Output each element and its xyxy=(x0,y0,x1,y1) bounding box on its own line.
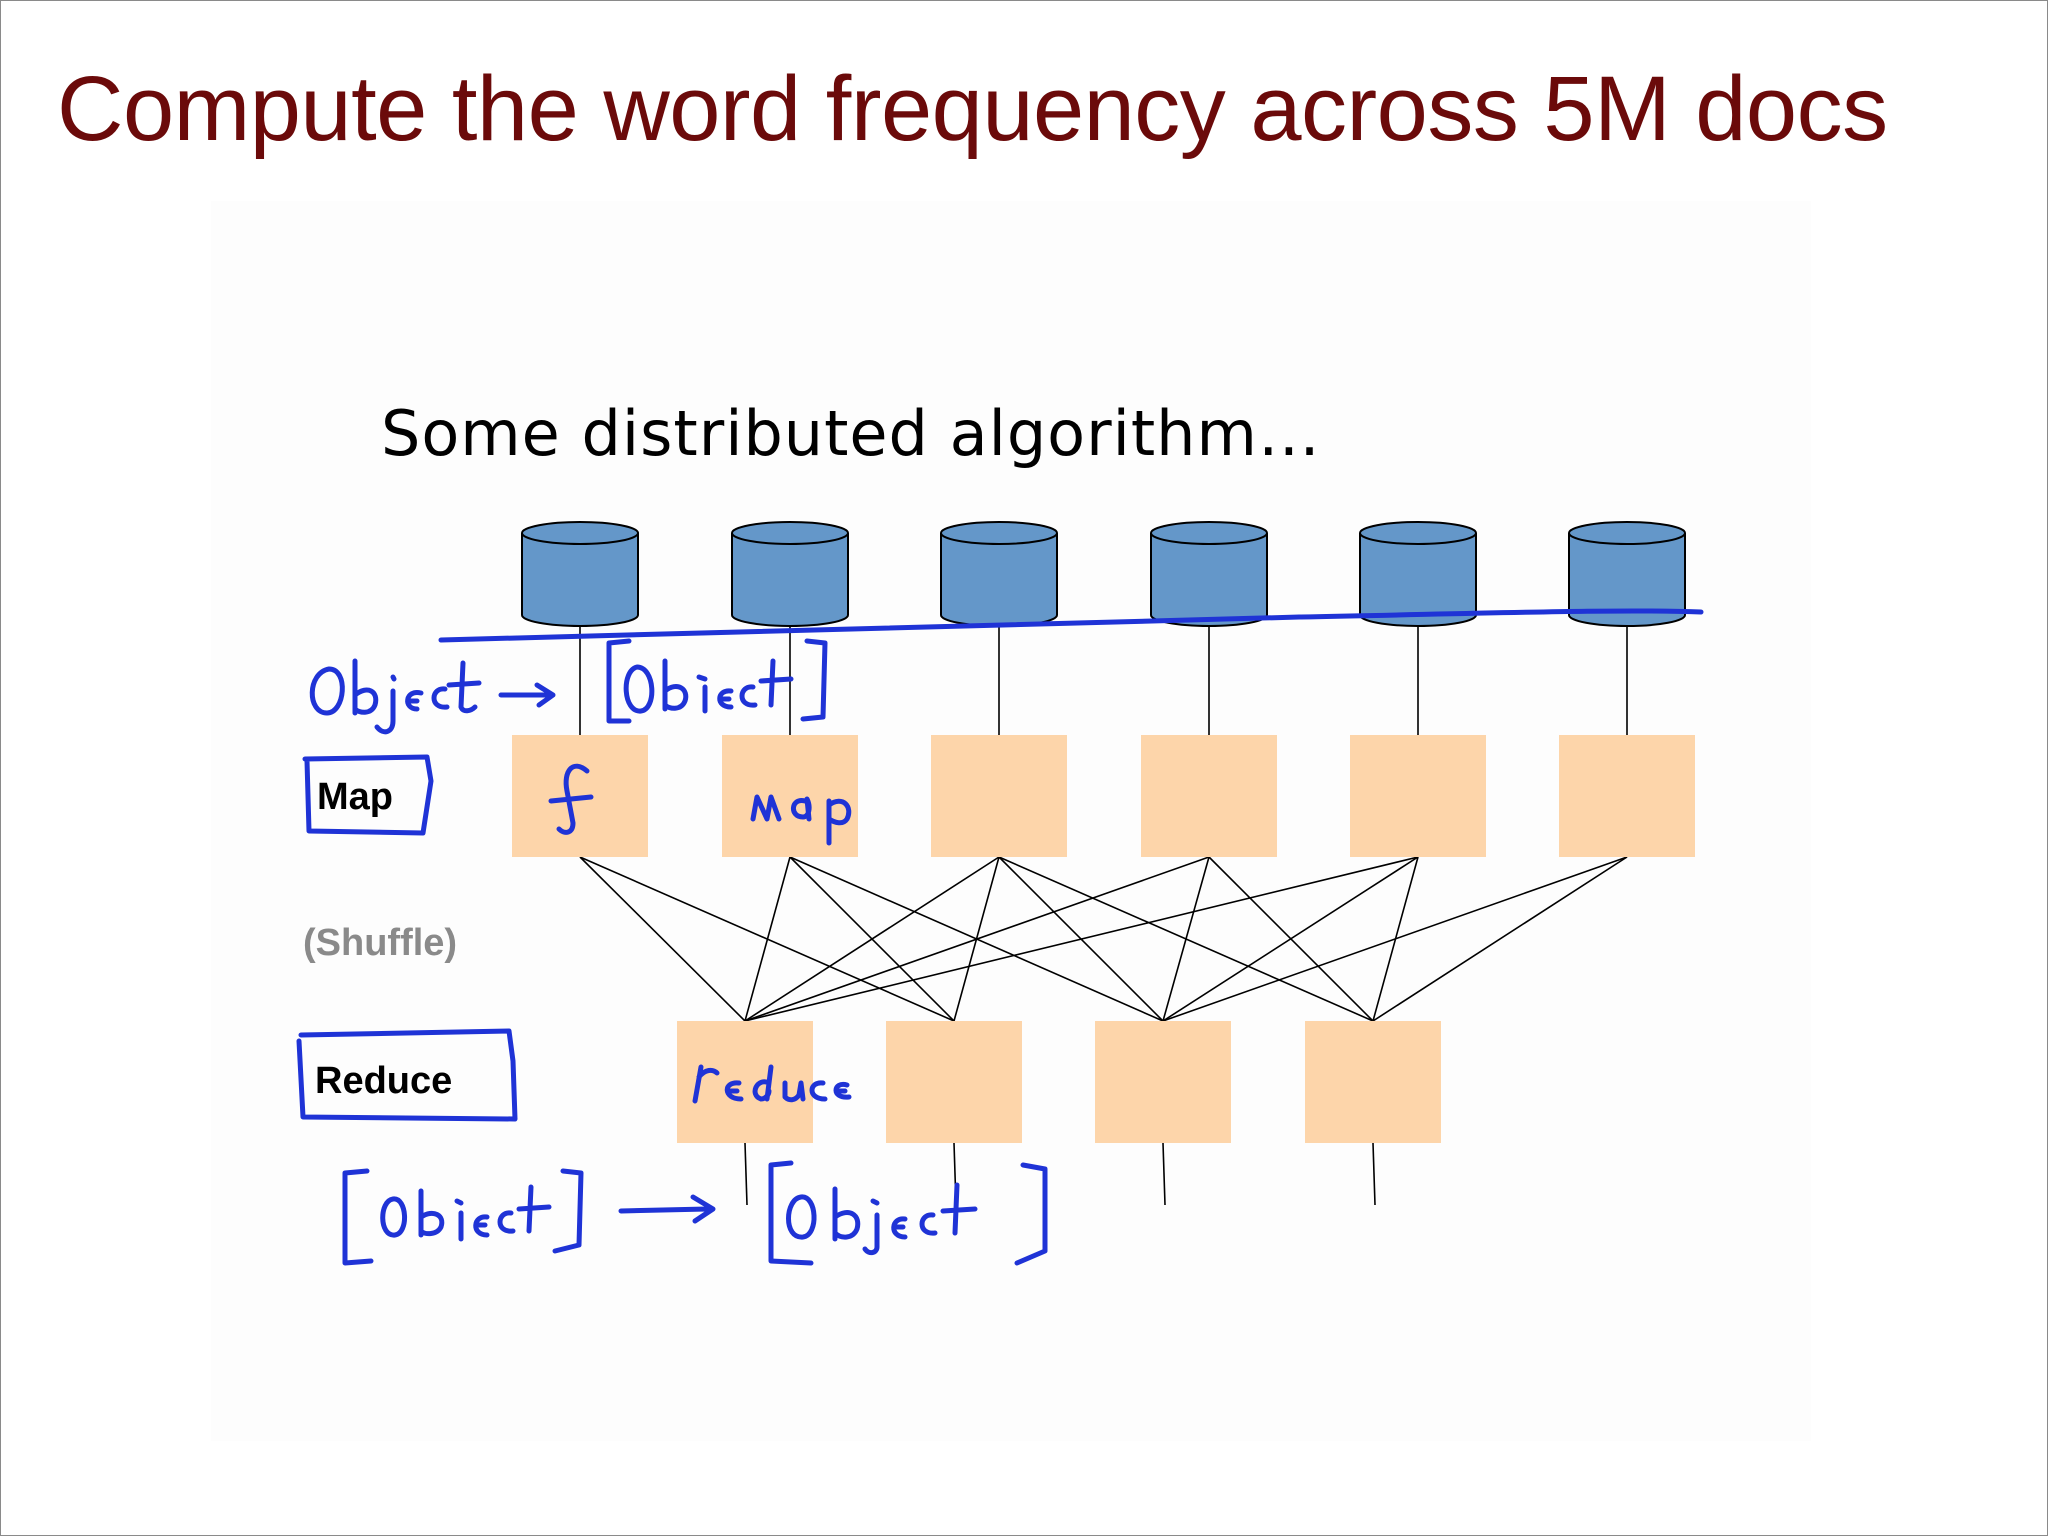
reduce-box-note-ink xyxy=(692,1064,852,1104)
task-boxes xyxy=(512,735,1695,1143)
slide-subtitle: Some distributed algorithm… xyxy=(381,397,1321,470)
map-task-box xyxy=(1141,735,1277,857)
map-task-box xyxy=(1350,735,1486,857)
shuffle-edge xyxy=(744,856,1000,1022)
map-task-box xyxy=(722,735,858,857)
ink-underline-stroke xyxy=(438,608,1704,643)
data-store-cylinder xyxy=(731,521,849,627)
slide-title: Compute the word frequency across 5M doc… xyxy=(57,58,1888,160)
reduce-output-line xyxy=(1162,1142,1166,1206)
shuffle-edge xyxy=(744,856,791,1022)
data-store-cylinder xyxy=(521,521,639,627)
reduce-output-line xyxy=(1372,1142,1376,1206)
shuffle-edge xyxy=(579,856,746,1022)
map-task-box xyxy=(1559,735,1695,857)
reduce-label-box xyxy=(296,1028,518,1122)
reduce-task-box xyxy=(1305,1021,1441,1143)
data-store-cylinder xyxy=(1359,521,1477,627)
shuffle-edge xyxy=(1162,856,1628,1022)
shuffle-edge xyxy=(1162,856,1419,1022)
reduce-output-line xyxy=(744,1142,748,1206)
shuffle-edge xyxy=(744,856,1419,1022)
shuffle-stage-label: (Shuffle) xyxy=(303,922,457,964)
map-task-box xyxy=(931,735,1067,857)
reduce-signature-ink xyxy=(342,1160,1048,1266)
map-signature-ink xyxy=(309,638,828,735)
handwritten-annotations xyxy=(296,608,1704,1266)
map-box-note-ink xyxy=(750,794,852,846)
shuffle-edge xyxy=(744,856,1210,1022)
shuffle-edge xyxy=(1162,856,1210,1022)
data-store-cylinder xyxy=(1150,521,1268,627)
data-store-cylinder xyxy=(1568,521,1686,627)
data-stores xyxy=(521,521,1686,627)
diagram-edges xyxy=(579,626,1628,1206)
reduce-task-box xyxy=(1095,1021,1231,1143)
data-store-cylinder xyxy=(940,521,1058,627)
map-function-ink xyxy=(548,763,594,835)
reduce-task-box xyxy=(886,1021,1022,1143)
map-stage-label: Map xyxy=(317,776,393,818)
shuffle-edge xyxy=(1372,856,1628,1022)
map-label-box xyxy=(302,754,434,836)
reduce-stage-label: Reduce xyxy=(315,1060,452,1102)
